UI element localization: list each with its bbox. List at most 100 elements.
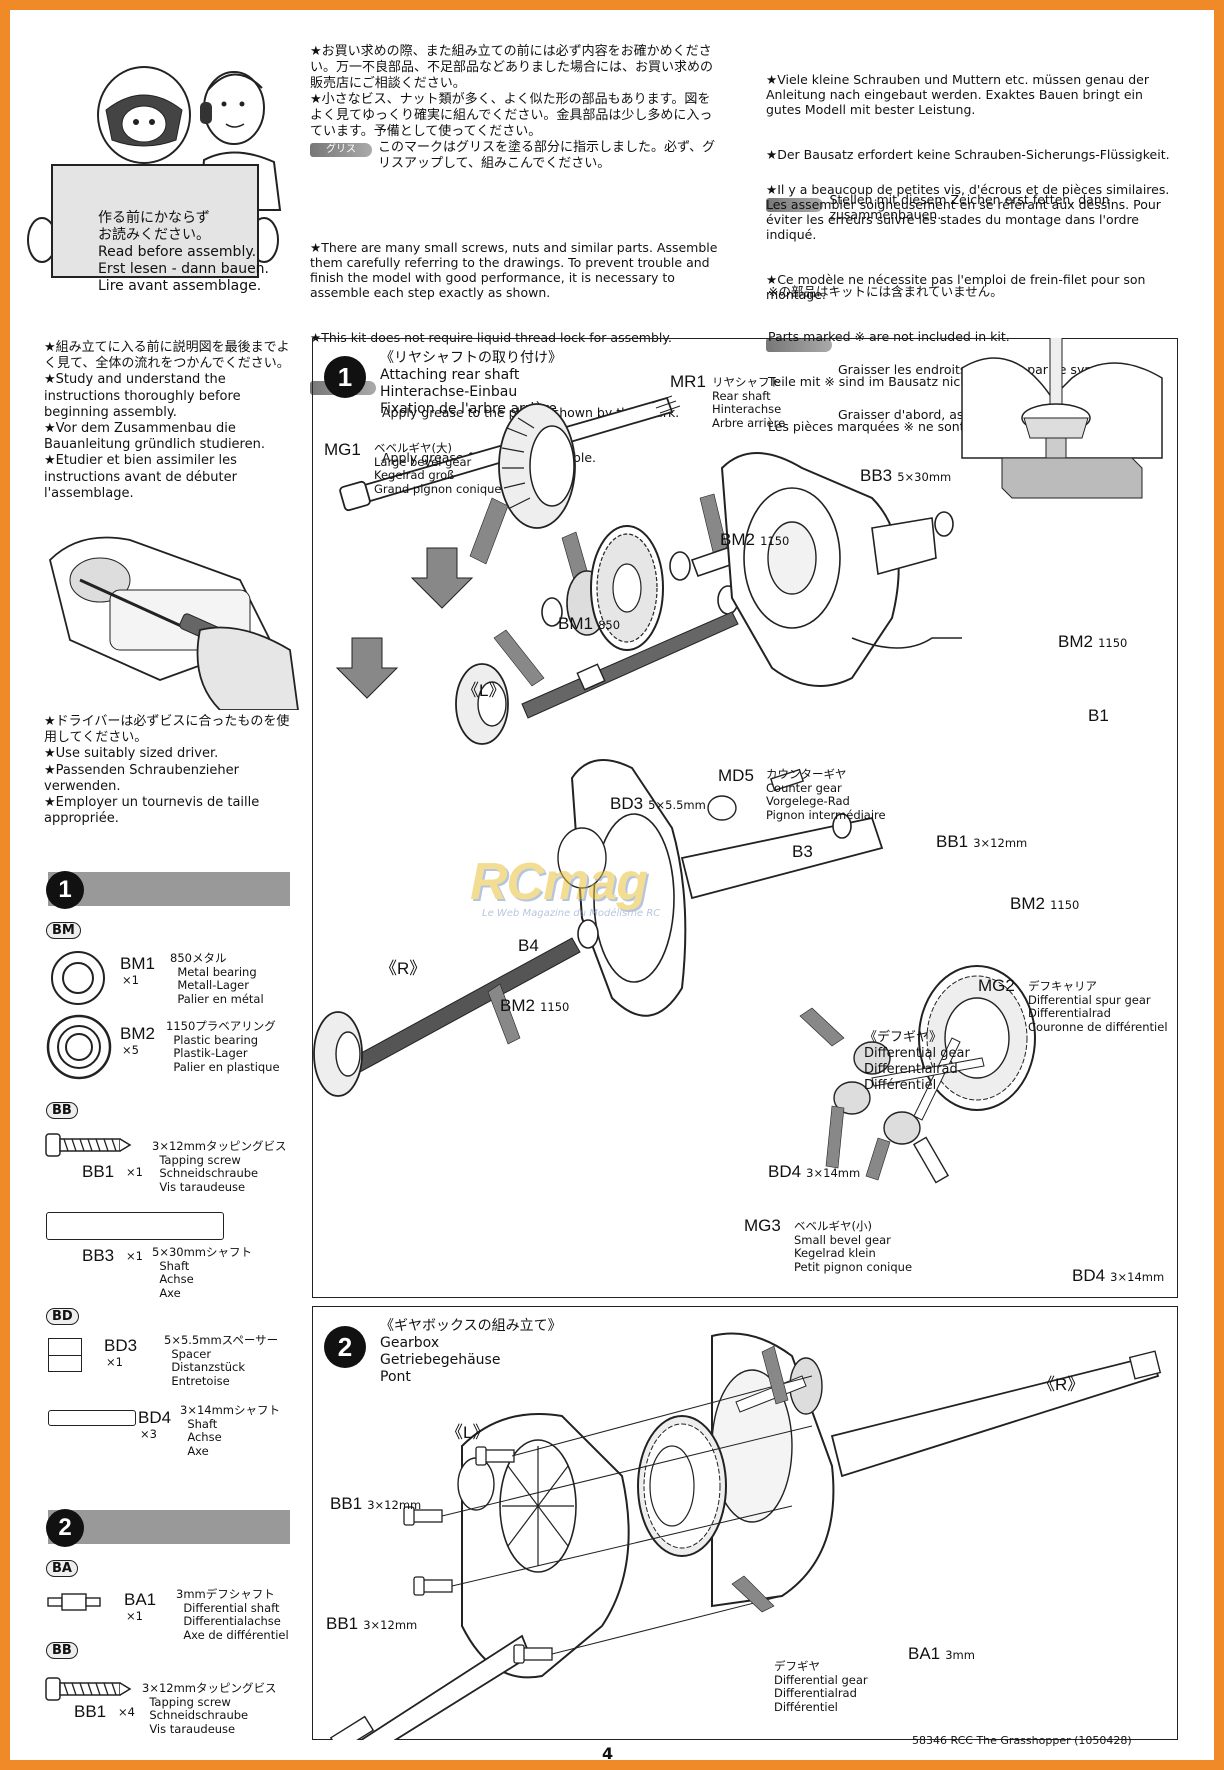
step2-ba1-size: 3mm bbox=[945, 1648, 975, 1662]
bb3-label: BB3 5×30mm bbox=[860, 466, 951, 486]
gearbox-housing-left bbox=[720, 452, 962, 687]
bm1-qty: ×1 bbox=[122, 973, 139, 987]
bag-bm-label: BM bbox=[46, 922, 81, 939]
b4-label: B4 bbox=[518, 936, 539, 955]
shaft-5x30-icon bbox=[46, 1212, 224, 1240]
notes-jp-grease: このマークはグリスを塗る部分に指示しました。必ず、グリスアップして、組みこんでく… bbox=[378, 140, 716, 171]
spacer-icon bbox=[48, 1338, 82, 1372]
intro-sign: 作る前にかならず お読みください。 Read before assembly. … bbox=[98, 210, 269, 295]
watermark: RCmag Le Web Magazine du Modélisme RC bbox=[470, 856, 660, 919]
not-included-jp: ※の部品はキットには含まれていません。 bbox=[768, 284, 1003, 299]
bm2-diagram-size: 1150 bbox=[540, 1000, 570, 1014]
notes-en: ★There are many small screws, nuts and s… bbox=[310, 210, 718, 510]
bm2-label-a: BM2 1150 bbox=[720, 530, 789, 550]
bb3-qty: ×1 bbox=[126, 1249, 143, 1263]
b3-label: B3 bbox=[792, 842, 813, 861]
sign-fr: Lire avant assemblage. bbox=[98, 278, 262, 294]
step2-exploded-diagram bbox=[329, 1332, 1162, 1740]
bag-bb2-label: BB bbox=[46, 1642, 78, 1659]
step2-side-l: 《L》 bbox=[446, 1423, 490, 1442]
bag-bb-label: BB bbox=[46, 1102, 78, 1119]
diff-gear-title: 《デフギヤ》 Differential gear Differentialrad… bbox=[864, 1030, 970, 1093]
bm2-diagram-size: 1150 bbox=[1050, 898, 1080, 912]
parts-step1-number: 1 bbox=[46, 871, 84, 909]
sign-en: Read before assembly. bbox=[98, 244, 257, 260]
step2-title-en: Gearbox bbox=[380, 1335, 440, 1351]
b1-label: B1 bbox=[1088, 706, 1109, 725]
rear-shaft-lower bbox=[313, 937, 581, 1097]
step2-bb1-size: 3×12mm bbox=[367, 1498, 422, 1512]
step2-bb1-id: BB1 bbox=[326, 1614, 359, 1633]
bm2-diagram-size: 1150 bbox=[760, 534, 790, 548]
parts-step2-number: 2 bbox=[46, 1509, 84, 1547]
bm2-diagram-id: BM2 bbox=[720, 530, 755, 549]
bd4-id: BD4 bbox=[138, 1408, 172, 1427]
step2-ba1-label: BA1 3mm bbox=[908, 1644, 975, 1664]
step2-title-jp: 《ギヤボックスの組み立て》 bbox=[380, 1318, 562, 1334]
step1-title-fr: Fixation de l'arbre arrière bbox=[380, 401, 557, 417]
bb1-diagram-id: BB1 bbox=[936, 832, 969, 851]
ba1-qty: ×1 bbox=[126, 1609, 143, 1623]
bd4-label-b: BD4 3×14mm bbox=[1072, 1266, 1164, 1286]
bm2-diagram-size: 1150 bbox=[1098, 636, 1128, 650]
mg1-id: MG1 bbox=[324, 440, 361, 459]
sign-de: Erst lesen - dann bauen. bbox=[98, 261, 270, 277]
bd4-diagram-size: 3×14mm bbox=[806, 1166, 861, 1180]
notes-jp: ★お買い求めの際、また組み立ての前には必ず内容をお確かめください。万一不良部品、… bbox=[310, 44, 718, 172]
bb1-id: BB1 bbox=[82, 1162, 115, 1181]
ba1-id: BA1 bbox=[124, 1590, 157, 1609]
driver-illustration bbox=[49, 536, 299, 710]
differential-shaft-icon bbox=[47, 1593, 101, 1611]
mg1-desc: ベベルギヤ(大) Large bevel gear Kegelrad groß … bbox=[374, 441, 502, 496]
bb1-diagram-size: 3×12mm bbox=[973, 836, 1028, 850]
step2-number: 2 bbox=[324, 1326, 366, 1368]
bb1-step2-id: BB1 bbox=[74, 1702, 107, 1721]
parts-step1-bar bbox=[48, 872, 290, 906]
bd4-diagram-size: 3×14mm bbox=[1110, 1270, 1165, 1284]
bm1-diagram-size: 850 bbox=[598, 618, 621, 632]
large-bevel-gear bbox=[498, 403, 576, 529]
bm2-id: BM2 bbox=[120, 1024, 155, 1043]
differential-assembly bbox=[799, 965, 1036, 1184]
gearbox-left-half bbox=[329, 1413, 630, 1740]
step2-bb1-label-a: BB1 3×12mm bbox=[330, 1494, 421, 1514]
bd4-qty: ×3 bbox=[140, 1427, 157, 1441]
step1-title: 《リヤシャフトの取り付け》 Attaching rear shaft Hinte… bbox=[380, 350, 562, 418]
bd4-diagram-id: BD4 bbox=[768, 1162, 802, 1181]
page-number: 4 bbox=[602, 1744, 614, 1763]
ba1-desc: 3mmデフシャフト Differential shaft Differentia… bbox=[176, 1587, 289, 1642]
bd3-qty: ×1 bbox=[106, 1355, 123, 1369]
bm2-diagram-id: BM2 bbox=[500, 996, 535, 1015]
tapping-screw-icon bbox=[45, 1133, 132, 1157]
step1-number: 1 bbox=[324, 356, 366, 398]
bd3-diagram-size: 5×5.5mm bbox=[648, 798, 706, 812]
step1-title-jp: 《リヤシャフトの取り付け》 bbox=[380, 350, 562, 366]
side-l-label: 《L》 bbox=[462, 681, 506, 700]
step2-ba1-id: BA1 bbox=[908, 1644, 941, 1663]
bd4-label-a: BD4 3×14mm bbox=[768, 1162, 860, 1182]
step1-panel bbox=[312, 338, 1178, 1298]
counter-gear-assembly bbox=[541, 525, 664, 651]
step2-side-r: 《R》 bbox=[1038, 1375, 1085, 1394]
bd3-desc: 5×5.5mmスペーサー Spacer Distanzstück Entreto… bbox=[164, 1333, 279, 1388]
metal-bearing-icon bbox=[51, 951, 105, 1005]
notes-fr-p1: ★Il y a beaucoup de petites vis, d'écrou… bbox=[766, 182, 1174, 242]
notes-de-g: Stellen mit diesem Zeichen erst fetten, … bbox=[829, 192, 1114, 222]
grease-tag: グリス bbox=[310, 143, 372, 157]
step1-title-en: Attaching rear shaft bbox=[380, 367, 520, 383]
watermark-tagline: Le Web Magazine du Modélisme RC bbox=[482, 908, 661, 919]
bm2-diagram-id: BM2 bbox=[1058, 632, 1093, 651]
mg2-id: MG2 bbox=[978, 976, 1015, 995]
step1-exploded-diagram bbox=[313, 338, 1163, 1184]
kit-code: 58346 RCC The Grasshopper (1050428) bbox=[912, 1734, 1132, 1747]
step2-diff-desc: デフギヤ Differential gear Differentialrad D… bbox=[774, 1659, 868, 1714]
bb1-qty: ×1 bbox=[126, 1165, 143, 1179]
md5-desc: カウンターギヤ Counter gear Vorgelege-Rad Pigno… bbox=[766, 767, 886, 822]
mg3-id: MG3 bbox=[744, 1216, 781, 1235]
bb1-diagram-label: BB1 3×12mm bbox=[936, 832, 1027, 852]
mg2-desc: デフキャリア Differential spur gear Differenti… bbox=[1028, 979, 1168, 1034]
bb3-diagram-size: 5×30mm bbox=[897, 470, 952, 484]
gearbox-housing-right bbox=[557, 759, 884, 1017]
mr1-desc: リヤシャフト Rear shaft Hinterachse Arbre arri… bbox=[712, 375, 786, 430]
